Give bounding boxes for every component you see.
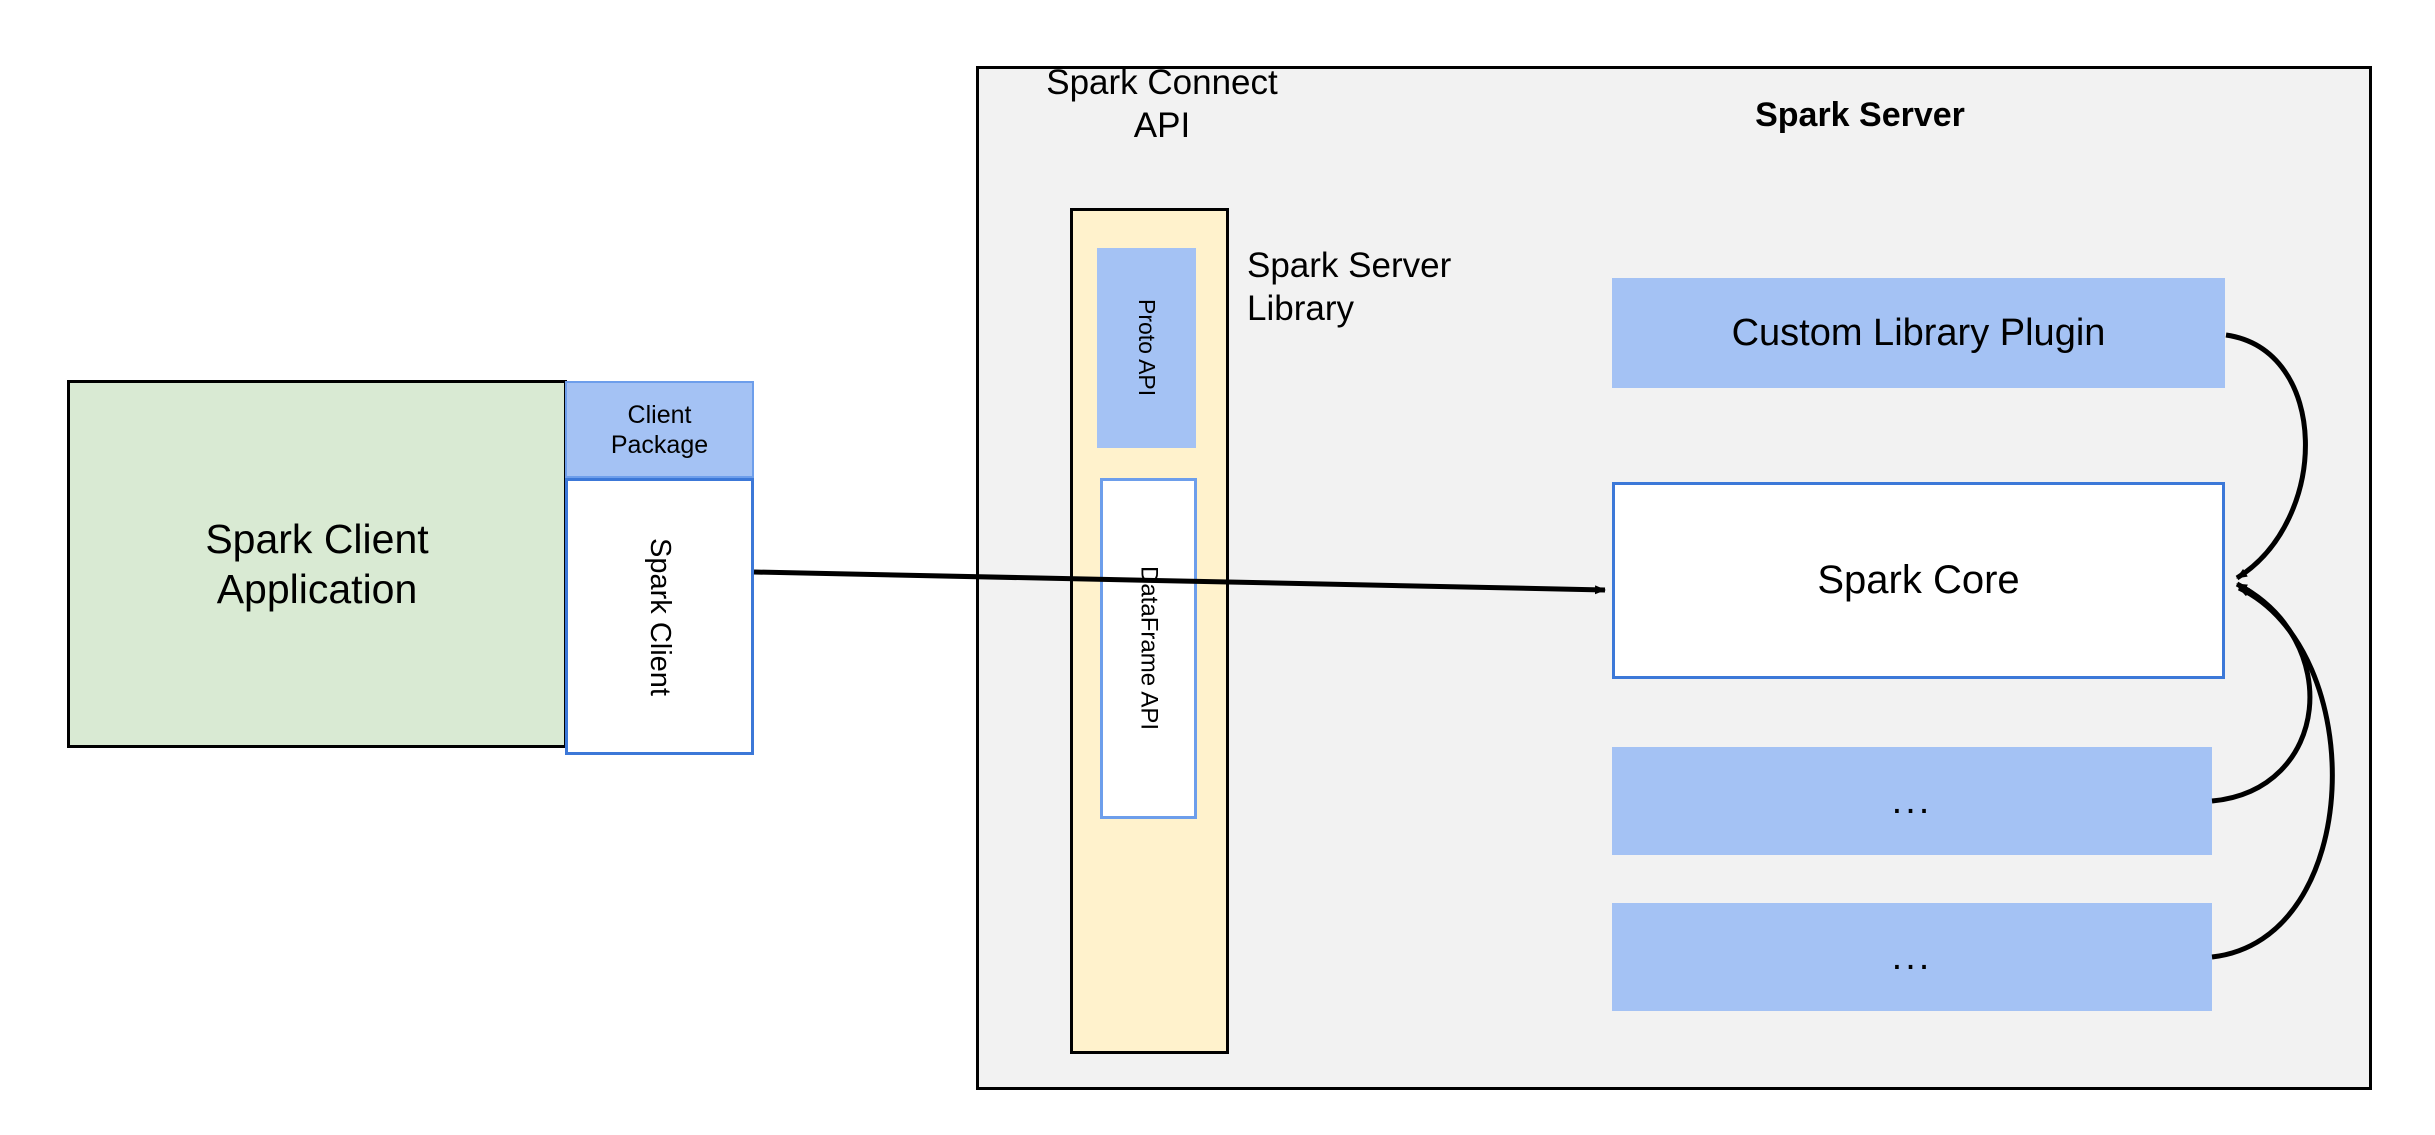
etc-label-1: ...	[1891, 779, 1933, 822]
spark-client-box[interactable]: Spark Client	[565, 478, 754, 755]
spark-connect-api-label: Spark Connect API	[952, 62, 1372, 147]
spark-connect-api-label-line1: Spark Connect	[1046, 63, 1278, 102]
spark-client-label: Spark Client	[644, 537, 676, 696]
spark-core-label: Spark Core	[1817, 558, 2020, 602]
spark-client-application-box[interactable]: Spark Client Application	[67, 380, 567, 748]
spark-server-library-label-line2: Library	[1247, 288, 1354, 328]
dataframe-api-label: DataFrame API	[1135, 566, 1163, 731]
spark-server-library-label: Spark Server Library	[1247, 245, 1577, 330]
client-package-label-line1: Client	[627, 400, 692, 429]
client-package-label-line2: Package	[610, 430, 709, 459]
custom-library-plugin-box[interactable]: Custom Library Plugin	[1612, 278, 2225, 388]
etc-box-1[interactable]: ...	[1612, 747, 2212, 855]
client-package-box[interactable]: Client Package	[565, 381, 754, 478]
dataframe-api-box[interactable]: DataFrame API	[1100, 478, 1197, 819]
etc-box-2[interactable]: ...	[1612, 903, 2212, 1011]
spark-core-box[interactable]: Spark Core	[1612, 482, 2225, 679]
spark-connect-api-label-line2: API	[1133, 105, 1191, 145]
spark-server-title-text: Spark Server	[1755, 96, 1965, 134]
custom-library-plugin-label: Custom Library Plugin	[1731, 311, 2106, 354]
spark-server-library-label-line1: Spark Server	[1247, 246, 1452, 285]
proto-api-box[interactable]: Proto API	[1097, 248, 1196, 448]
spark-client-application-label-line2: Application	[216, 566, 418, 612]
etc-label-2: ...	[1891, 935, 1933, 978]
spark-client-application-label-line1: Spark Client	[205, 515, 429, 562]
spark-server-title: Spark Server	[1650, 96, 2070, 135]
proto-api-label: Proto API	[1134, 299, 1160, 397]
